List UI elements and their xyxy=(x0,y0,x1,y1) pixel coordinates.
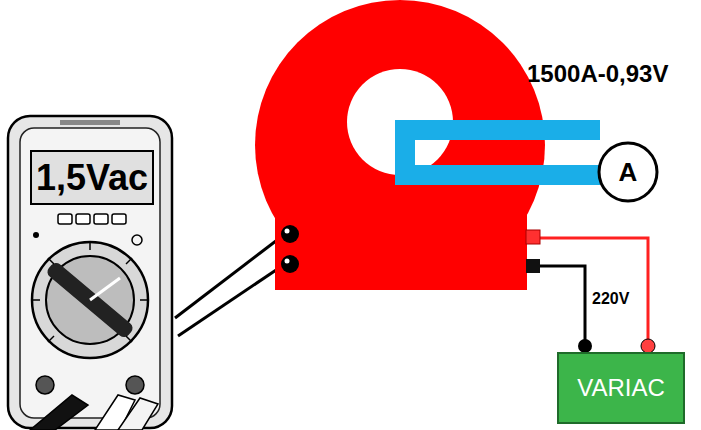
node-text: A xyxy=(619,157,638,188)
ammeter-symbol: A xyxy=(597,141,659,203)
variac-box: VARIAC xyxy=(557,352,685,424)
multimeter xyxy=(8,116,172,430)
meter-leads xyxy=(175,234,285,336)
node-text: VARIAC xyxy=(577,374,665,402)
node-text: 1,5Vac xyxy=(36,157,148,199)
primary-terminals xyxy=(526,230,655,353)
meter-display: 1,5Vac xyxy=(30,150,154,205)
primary-wires xyxy=(538,238,648,345)
primary-conductor xyxy=(405,130,600,175)
voltage-label: 220V xyxy=(592,290,629,308)
secondary-terminals xyxy=(281,225,299,273)
ct-rating-label: 1500A-0,93V xyxy=(527,60,668,88)
